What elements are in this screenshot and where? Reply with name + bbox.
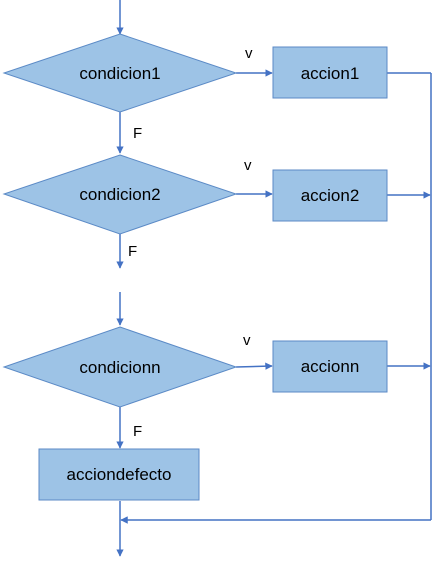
decision-condicionn: condicionn (2, 326, 238, 408)
edge-labels: v F v F v F (128, 45, 253, 440)
decision-condicion1: condicion1 (2, 33, 238, 113)
false-label-1: F (133, 125, 142, 142)
true-label-2: v (244, 157, 252, 174)
false-label-n: F (133, 423, 142, 440)
diamond-shape (2, 33, 238, 113)
diamond-shape (2, 326, 238, 408)
box-shape (272, 340, 388, 393)
accion2-label: accion2 (301, 186, 360, 205)
box-shape (272, 46, 388, 99)
acciondefecto-label: acciondefecto (67, 465, 172, 484)
accion1-label: accion1 (301, 64, 360, 83)
true-label-n: v (243, 332, 251, 349)
connectors (116, 0, 432, 557)
action-accion1: accion1 (272, 46, 388, 99)
box-shape (272, 169, 388, 222)
accionn-label: accionn (301, 357, 360, 376)
action-accion2: accion2 (272, 169, 388, 222)
action-acciondefecto: acciondefecto (38, 448, 200, 501)
condicionn-label: condicionn (79, 358, 160, 377)
condicion2-label: condicion2 (79, 185, 160, 204)
false-label-2: F (128, 243, 137, 260)
true-label-1: v (245, 45, 253, 62)
box-shape (38, 448, 200, 501)
action-accionn: accionn (272, 340, 388, 393)
condicion1-label: condicion1 (79, 64, 160, 83)
decision-condicion2: condicion2 (2, 154, 238, 235)
diamond-shape (2, 154, 238, 235)
arrow-condicionn-to-accionn (235, 362, 273, 370)
